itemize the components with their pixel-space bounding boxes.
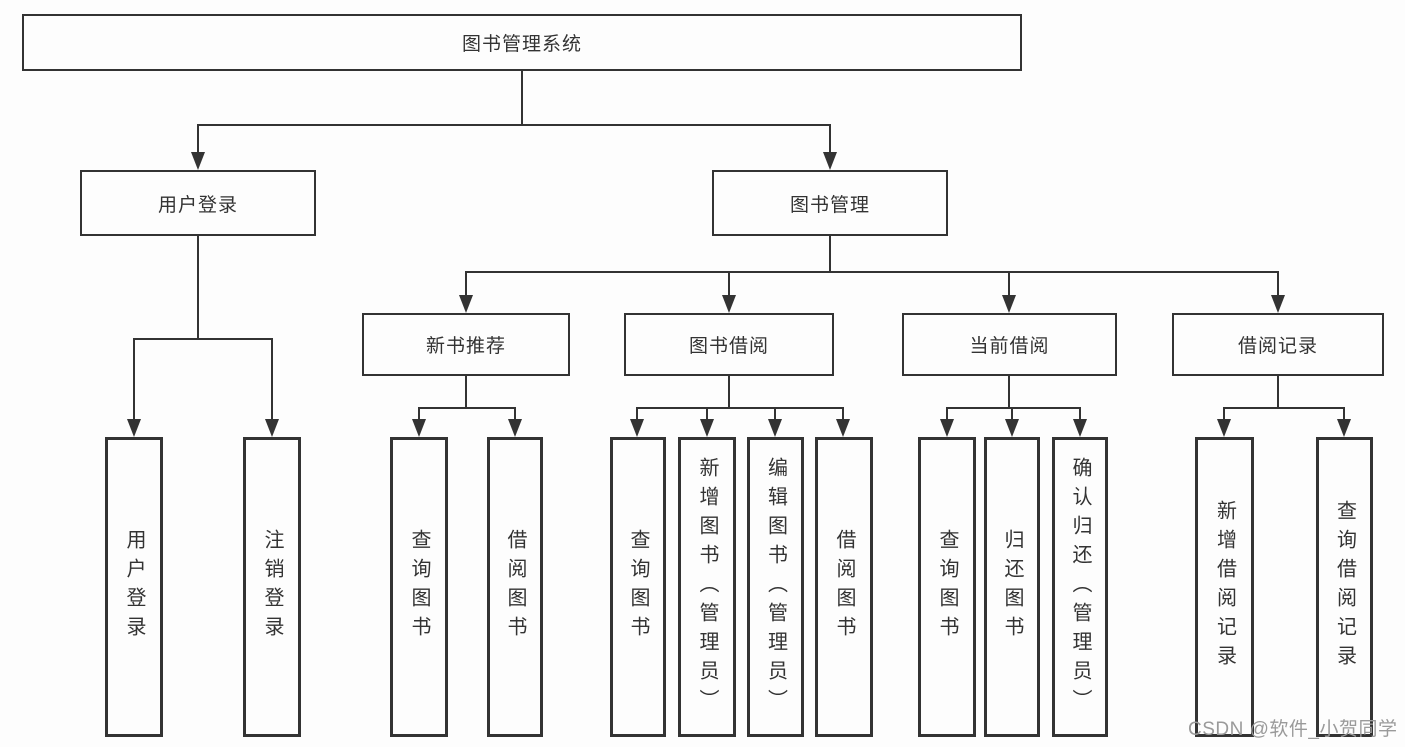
- connector-line: [1277, 376, 1279, 409]
- connector-line: [842, 407, 844, 421]
- arrow-down-icon: [459, 295, 473, 313]
- arrow-down-icon: [1217, 419, 1231, 437]
- arrow-down-icon: [1005, 419, 1019, 437]
- connector-line: [1223, 407, 1345, 409]
- node-current-borrowing: 当前借阅: [902, 313, 1117, 376]
- leaf-edit-books-admin: 编辑图书（管理员）: [747, 437, 804, 737]
- arrow-down-icon: [191, 152, 205, 170]
- connector-line: [197, 236, 199, 340]
- connector-line: [1277, 271, 1279, 297]
- node-new-book-recommendation: 新书推荐: [362, 313, 570, 376]
- connector-line: [1011, 407, 1013, 421]
- connector-line: [1223, 407, 1225, 421]
- leaf-confirm-return-admin-label: 确认归还（管理员）: [1069, 456, 1091, 718]
- connector-line: [636, 407, 844, 409]
- arrow-down-icon: [1073, 419, 1087, 437]
- connector-line: [1008, 376, 1010, 409]
- leaf-add-books-admin: 新增图书（管理员）: [678, 437, 736, 737]
- connector-line: [197, 124, 199, 154]
- connector-line: [271, 338, 273, 421]
- connector-line: [728, 376, 730, 409]
- leaf-query-books-recommend: 查询图书: [390, 437, 448, 737]
- leaf-query-books-borrowing-label: 查询图书: [627, 529, 649, 645]
- leaf-add-borrow-record: 新增借阅记录: [1195, 437, 1254, 737]
- arrow-down-icon: [630, 419, 644, 437]
- node-book-borrowing-label: 图书借阅: [688, 336, 769, 357]
- leaf-borrow-books: 借阅图书: [815, 437, 873, 737]
- leaf-user-login: 用户登录: [105, 437, 163, 737]
- arrow-down-icon: [722, 295, 736, 313]
- arrow-down-icon: [768, 419, 782, 437]
- leaf-confirm-return-admin: 确认归还（管理员）: [1052, 437, 1108, 737]
- connector-line: [418, 407, 516, 409]
- leaf-borrow-books-label: 借阅图书: [833, 529, 855, 645]
- leaf-borrow-books-recommend-label: 借阅图书: [504, 529, 526, 645]
- arrow-down-icon: [412, 419, 426, 437]
- arrow-down-icon: [940, 419, 954, 437]
- connector-line: [418, 407, 420, 421]
- arrow-down-icon: [823, 152, 837, 170]
- leaf-query-books-current: 查询图书: [918, 437, 976, 737]
- node-user-login: 用户登录: [80, 170, 316, 236]
- connector-line: [946, 407, 948, 421]
- node-root-label: 图书管理系统: [461, 34, 582, 55]
- node-root-system: 图书管理系统: [22, 14, 1022, 71]
- node-borrowing-records-label: 借阅记录: [1237, 336, 1318, 357]
- leaf-add-books-admin-label: 新增图书（管理员）: [696, 456, 718, 718]
- node-book-management-label: 图书管理: [789, 194, 870, 216]
- connector-line: [946, 407, 1081, 409]
- arrow-down-icon: [508, 419, 522, 437]
- node-borrowing-records: 借阅记录: [1172, 313, 1384, 376]
- connector-line: [1343, 407, 1345, 421]
- arrow-down-icon: [127, 419, 141, 437]
- connector-line: [465, 376, 467, 409]
- arrow-down-icon: [1271, 295, 1285, 313]
- connector-line: [197, 124, 831, 126]
- leaf-add-borrow-record-label: 新增借阅记录: [1213, 500, 1236, 674]
- connector-line: [514, 407, 516, 421]
- node-user-login-label: 用户登录: [157, 194, 238, 216]
- leaf-logout-label: 注销登录: [261, 529, 283, 645]
- leaf-query-books-current-label: 查询图书: [936, 529, 958, 645]
- leaf-return-books-label: 归还图书: [1001, 529, 1023, 645]
- leaf-edit-books-admin-label: 编辑图书（管理员）: [764, 456, 787, 718]
- connector-line: [829, 236, 831, 273]
- connector-line: [1008, 271, 1010, 297]
- connector-line: [774, 407, 776, 421]
- arrow-down-icon: [1337, 419, 1351, 437]
- leaf-logout: 注销登录: [243, 437, 301, 737]
- arrow-down-icon: [700, 419, 714, 437]
- node-book-management: 图书管理: [712, 170, 948, 236]
- leaf-borrow-books-recommend: 借阅图书: [487, 437, 543, 737]
- connector-line: [133, 338, 273, 340]
- node-current-borrowing-label: 当前借阅: [969, 336, 1050, 357]
- connector-line: [728, 271, 730, 297]
- leaf-user-login-label: 用户登录: [123, 529, 145, 645]
- leaf-query-borrow-record-label: 查询借阅记录: [1333, 500, 1356, 674]
- connector-line: [521, 71, 523, 126]
- leaf-return-books: 归还图书: [984, 437, 1040, 737]
- connector-line: [636, 407, 638, 421]
- arrow-down-icon: [265, 419, 279, 437]
- arrow-down-icon: [836, 419, 850, 437]
- arrow-down-icon: [1002, 295, 1016, 313]
- node-new-book-recommendation-label: 新书推荐: [425, 336, 506, 357]
- connector-line: [465, 271, 1279, 273]
- leaf-query-books-recommend-label: 查询图书: [408, 529, 430, 645]
- connector-line: [706, 407, 708, 421]
- connector-line: [133, 338, 135, 421]
- node-book-borrowing: 图书借阅: [624, 313, 834, 376]
- leaf-query-borrow-record: 查询借阅记录: [1316, 437, 1373, 737]
- connector-line: [465, 271, 467, 297]
- leaf-query-books-borrowing: 查询图书: [610, 437, 666, 737]
- connector-line: [1079, 407, 1081, 421]
- connector-line: [829, 124, 831, 154]
- csdn-watermark: CSDN @软件_小贺同学: [1188, 719, 1398, 740]
